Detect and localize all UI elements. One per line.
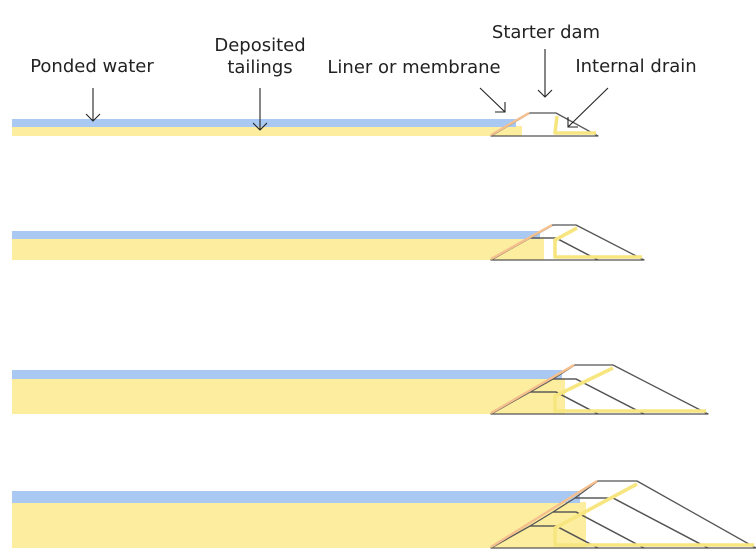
ponded-water-layer xyxy=(12,370,562,379)
arrow-liner-or-membrane xyxy=(479,87,506,113)
label-deposited-tailings-line1: Deposited xyxy=(214,35,305,56)
internal-drain xyxy=(553,482,754,547)
embankment-raise xyxy=(529,224,645,261)
liner-membrane xyxy=(490,363,575,415)
stage-1 xyxy=(12,111,599,137)
ponded-water-layer xyxy=(12,119,516,127)
internal-drain xyxy=(553,226,642,259)
tailings-layer xyxy=(12,502,586,548)
embankment-raise xyxy=(574,480,756,549)
arrow-deposited-tailings xyxy=(252,88,268,131)
internal-drain xyxy=(553,115,596,135)
liner-membrane xyxy=(490,111,530,137)
tailings-layer xyxy=(12,126,522,136)
arrow-ponded-water xyxy=(85,88,101,122)
stage-4 xyxy=(12,479,756,549)
tailings-layer xyxy=(12,238,544,260)
arrow-internal-drain xyxy=(567,87,609,128)
internal-drain xyxy=(553,366,706,413)
label-ponded-water: Ponded water xyxy=(30,56,154,77)
arrow-starter-dam xyxy=(537,49,553,98)
stage-2 xyxy=(12,223,645,261)
liner-membrane xyxy=(490,479,598,549)
embankment-raise xyxy=(552,364,709,415)
label-starter-dam: Starter dam xyxy=(492,22,600,43)
stage-3 xyxy=(12,363,709,415)
label-liner-or-membrane: Liner or membrane xyxy=(327,57,500,78)
label-internal-drain: Internal drain xyxy=(575,56,696,77)
label-deposited-tailings-line2: tailings xyxy=(227,57,292,78)
ponded-water-layer xyxy=(12,231,540,239)
liner-membrane xyxy=(490,223,553,261)
ponded-water-layer xyxy=(12,491,580,503)
tailings-layer xyxy=(12,378,565,414)
